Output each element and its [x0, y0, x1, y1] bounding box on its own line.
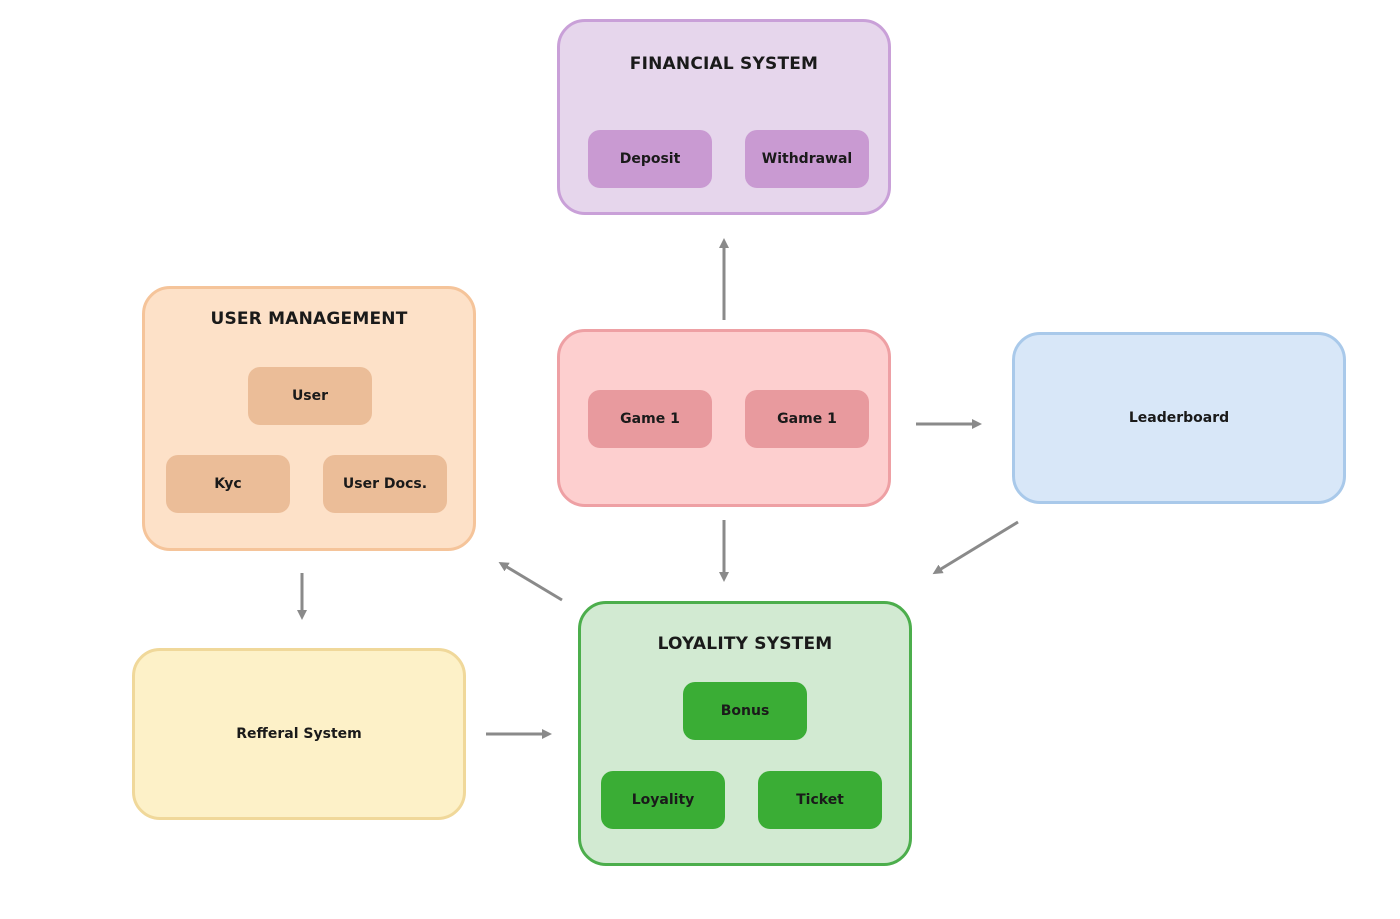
games-group: Game 1 Game 1	[557, 329, 891, 507]
game-node[interactable]: Game 1	[588, 390, 712, 448]
referral-system-label: Refferal System	[236, 726, 362, 742]
user-node[interactable]: User	[248, 367, 372, 425]
ticket-node[interactable]: Ticket	[758, 771, 882, 829]
bonus-node[interactable]: Bonus	[683, 682, 807, 740]
loyalty-system-group: LOYALITY SYSTEM Bonus Loyality Ticket	[578, 601, 912, 866]
loyalty-system-title: LOYALITY SYSTEM	[657, 634, 833, 654]
leaderboard-label: Leaderboard	[1128, 410, 1230, 426]
arrow-loyalty-to-user-management	[498, 561, 563, 602]
user-docs-node[interactable]: User Docs.	[323, 455, 447, 513]
leaderboard-group[interactable]: Leaderboard	[1012, 332, 1346, 504]
game-node[interactable]: Game 1	[745, 390, 869, 448]
referral-system-group[interactable]: Refferal System	[132, 648, 466, 820]
financial-system-group: FINANCIAL SYSTEM Deposit Withdrawal	[557, 19, 891, 215]
deposit-node[interactable]: Deposit	[588, 130, 712, 188]
financial-system-title: FINANCIAL SYSTEM	[629, 54, 819, 74]
arrow-leaderboard-to-loyalty	[932, 520, 1019, 575]
user-management-group: USER MANAGEMENT User Kyc User Docs.	[142, 286, 476, 551]
kyc-node[interactable]: Kyc	[166, 455, 290, 513]
user-management-title: USER MANAGEMENT	[210, 309, 408, 329]
withdrawal-node[interactable]: Withdrawal	[745, 130, 869, 188]
loyality-node[interactable]: Loyality	[601, 771, 725, 829]
